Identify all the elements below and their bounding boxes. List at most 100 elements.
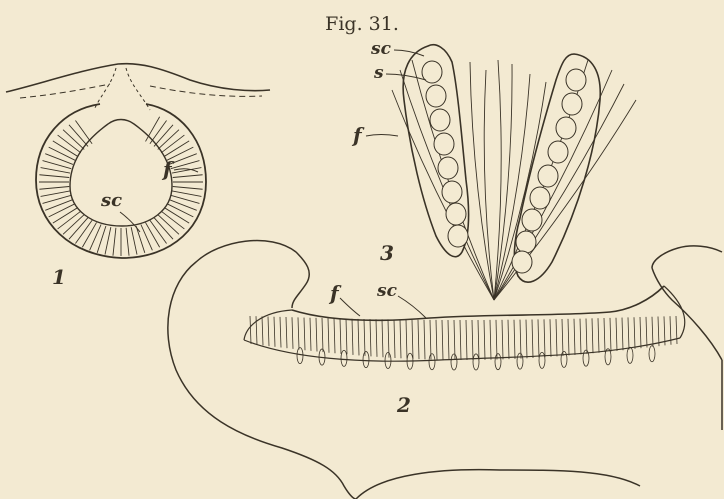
hatch-stroke (41, 191, 70, 196)
cell-outline (548, 141, 568, 163)
hatch-stroke (334, 318, 335, 353)
cell-outline (495, 354, 501, 370)
hatch-stroke (154, 218, 173, 240)
hatch-stroke (514, 320, 515, 359)
hatch-stroke (322, 318, 323, 352)
cell-outline (538, 165, 558, 187)
hatch-stroke (63, 130, 84, 150)
hatch-stroke (158, 215, 179, 235)
hatch-stroke (376, 319, 377, 357)
cell-outline (539, 352, 545, 368)
panel-2-hymenium (250, 316, 677, 370)
paraphysis-filament (494, 60, 501, 300)
hatch-stroke (562, 319, 563, 356)
hatch-stroke (580, 319, 581, 355)
hatch-stroke (150, 120, 167, 143)
cell-outline (649, 346, 655, 362)
hatch-stroke (634, 317, 635, 349)
hatch-stroke (146, 223, 160, 248)
cell-outline (434, 133, 454, 155)
hatch-stroke (598, 318, 599, 353)
hatch-stroke (550, 319, 551, 357)
hatch-stroke (430, 320, 431, 360)
hatch-stroke (39, 175, 69, 178)
cell-outline (442, 181, 462, 203)
hatch-stroke (340, 318, 341, 353)
hatch-stroke (298, 317, 299, 349)
panel-3-number: 3 (380, 241, 394, 265)
hatch-stroke (126, 228, 129, 256)
hatch-stroke (167, 204, 193, 217)
cell-outline (426, 85, 446, 107)
hatch-stroke (358, 319, 359, 356)
cell-outline (562, 93, 582, 115)
hatch-stroke (328, 318, 329, 353)
hatch-stroke (448, 320, 449, 360)
hatch-stroke (370, 319, 371, 356)
hatch-stroke (532, 319, 533, 357)
cell-outline (429, 354, 435, 370)
hatch-stroke (58, 211, 81, 229)
hatch-stroke (346, 319, 347, 355)
hatch-stroke (53, 141, 78, 157)
cell-outline (430, 109, 450, 131)
hatch-stroke (646, 317, 647, 348)
hatch-stroke (173, 187, 203, 190)
cell-outline (341, 350, 347, 366)
hatch-stroke (131, 227, 137, 254)
hatch-stroke (39, 187, 69, 190)
hatch-stroke (150, 220, 167, 243)
hatch-stroke (63, 215, 84, 235)
hatch-stroke (664, 316, 665, 345)
panel-2-hymenium-top (292, 286, 664, 320)
hatch-stroke (262, 316, 263, 345)
cell-outline (517, 353, 523, 369)
hatch-stroke (164, 208, 189, 224)
hatch-stroke (274, 317, 275, 347)
hatch-stroke (400, 320, 401, 359)
cell-outline (627, 347, 633, 363)
hatch-stroke (508, 320, 509, 359)
hatch-stroke (161, 135, 184, 153)
paraphysis-filament (484, 70, 494, 300)
cell-outline (363, 352, 369, 368)
cell-outline (448, 225, 468, 247)
hatch-stroke (442, 320, 443, 360)
cell-outline (561, 351, 567, 367)
hatch-stroke (472, 320, 473, 360)
hatch-stroke (164, 141, 189, 157)
hatch-stroke (604, 318, 605, 352)
hatch-stroke (526, 320, 527, 359)
hatch-stroke (310, 318, 311, 351)
hatch-stroke (364, 319, 365, 356)
hatch-stroke (75, 220, 92, 243)
hatch-stroke (382, 319, 383, 357)
hatch-stroke (292, 317, 293, 349)
hatch-stroke (478, 320, 479, 360)
hatch-stroke (352, 319, 353, 355)
hatch-stroke (592, 318, 593, 353)
cell-outline (446, 203, 466, 225)
hatch-stroke (586, 318, 587, 353)
panel-2-label-sc: sc (376, 281, 398, 301)
cell-outline (530, 187, 550, 209)
hatch-stroke (556, 319, 557, 356)
hatch-stroke (172, 191, 201, 196)
hatch-stroke (616, 318, 617, 351)
panel-1-number: 1 (52, 265, 66, 289)
hatch-stroke (460, 320, 461, 360)
hatch-stroke (286, 317, 287, 348)
cell-outline (516, 231, 536, 253)
hatch-stroke (574, 319, 575, 355)
cell-outline (385, 353, 391, 369)
hatch-stroke (268, 317, 269, 347)
hatch-stroke (173, 175, 203, 178)
panel-2-outer-contour (168, 241, 722, 499)
hatch-stroke (75, 120, 92, 143)
hatch-stroke (69, 218, 88, 240)
panel-3-label-s: s (373, 63, 384, 83)
hatch-stroke (484, 320, 485, 360)
panel-1-label-sc: sc (100, 190, 122, 211)
hatch-stroke (82, 223, 96, 248)
